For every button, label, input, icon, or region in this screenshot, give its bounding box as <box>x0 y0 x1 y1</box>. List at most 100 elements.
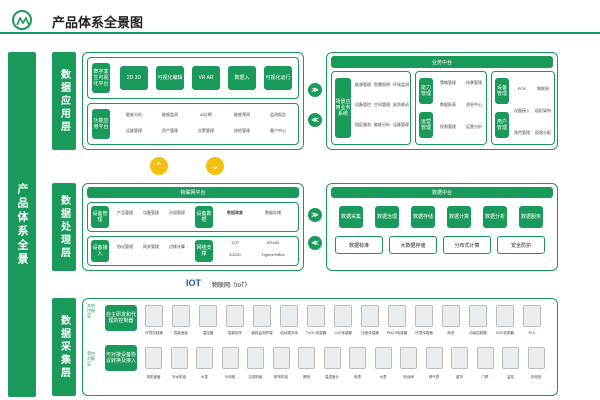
controlled-device-label: 电动阀 <box>403 375 414 379</box>
controller-device-label: 智能网关 <box>228 331 242 335</box>
controller-device-image <box>334 305 352 327</box>
business-capability: 消息中心 <box>466 102 482 107</box>
controller-device-image <box>415 305 433 327</box>
controlled-device-label: 冷却塔 <box>224 375 236 379</box>
business-mid-tag-2: 运营管理 <box>419 112 433 138</box>
controller-device-image <box>199 305 217 327</box>
iot-platform-title: 物联网平台 <box>87 187 299 198</box>
data-center-tag: 数据治理 <box>375 206 399 228</box>
page-title: 产品体系全景图 <box>52 15 144 30</box>
app-module: 可视化编辑 <box>156 66 184 90</box>
business-mid-tag-1: 能力管理 <box>419 78 433 104</box>
controlled-device-image <box>425 347 443 369</box>
collect-row2-tag: 可对接设备协议转换及接入 <box>105 345 137 371</box>
collect-layer-tab: 数据采集层 <box>52 298 76 396</box>
down-arrow-icon: ⌄ <box>206 157 224 175</box>
controller-device-image <box>280 305 298 327</box>
controlled-device-label: 水表 <box>379 375 387 379</box>
app-function: AI诊断 <box>200 112 212 117</box>
iot-item: 分组管理 <box>169 210 185 215</box>
side-label-panel: 产品体系全景 <box>8 52 36 397</box>
app-function: 监测报告 <box>270 112 286 117</box>
controlled-device-label: 空调机组 <box>248 375 263 379</box>
controller-device-label: TVOC传感器 <box>305 331 327 335</box>
controlled-device-label: 温湿度计 <box>325 375 339 379</box>
controlled-device-label: 充电桩 <box>530 375 542 379</box>
controlled-device-image <box>502 347 519 369</box>
iot-row-tag2: 网络支撑 <box>195 240 213 262</box>
collect-row1-side: 本地控制层 <box>87 303 95 318</box>
business-center-title: 业务中台 <box>331 56 553 68</box>
controller-device-label: 电动调节阀 <box>280 331 298 335</box>
data-center-tag: 数据采集 <box>339 206 363 228</box>
data-center-tag: 数据分析 <box>483 206 507 228</box>
controller-device-label: DDC控制器 <box>495 331 515 335</box>
controller-device-image <box>469 305 487 327</box>
app-function: 能耗预测 <box>234 112 250 117</box>
app-function: 巡检管理 <box>234 128 250 133</box>
controlled-device-image <box>476 347 494 369</box>
controller-device-image <box>253 305 271 327</box>
iot-row-tag: 设备接入 <box>91 240 109 262</box>
business-app: 设备管控 <box>355 102 371 107</box>
data-center-tag: 数据计算 <box>447 206 471 228</box>
iot-row-tag: 设备管理 <box>91 206 109 228</box>
business-app: 环境监测 <box>393 82 409 87</box>
business-app: 安防联动 <box>393 102 409 107</box>
app-function: 能耗分析 <box>126 112 142 117</box>
controlled-device-image <box>527 347 545 369</box>
data-center-title: 数据中台 <box>331 187 553 198</box>
controlled-device-image <box>170 347 188 369</box>
controller-device-image <box>523 305 541 327</box>
controller-device-image <box>361 305 379 327</box>
controller-device-image <box>307 305 325 327</box>
app-function: 资产管理 <box>162 128 178 133</box>
iot-item: 协议管理 <box>117 244 133 249</box>
business-device: 组织架构 <box>535 108 551 113</box>
business-capability: 场景管理 <box>466 80 482 85</box>
controller-device-label: PLC <box>528 331 536 335</box>
data-center-panel: 数据中台 数据采集数据治理数据存储数据计算数据分析数据服务数据标准大数据存储分布… <box>326 183 558 271</box>
controller-device-label: PM2.5传感器 <box>386 331 408 335</box>
controlled-device-image <box>196 347 213 369</box>
app-module: 2D 3D <box>120 66 148 90</box>
data-center-service: 安全防护 <box>497 236 545 254</box>
business-center-panel: 业务中台 场景应用业务系统 能源管理智慧照明环境监测设备管控空间管理安防联动园区… <box>326 52 558 150</box>
app-module: 可视化运行 <box>264 66 292 90</box>
app-row2-tag: 功能应用平台 <box>92 109 110 139</box>
controller-device-label: 能耗监测终端 <box>251 331 273 335</box>
app-module: 数据入 <box>228 66 256 90</box>
iot-item: 网关管理 <box>143 244 159 249</box>
controlled-device-label: 窗帘 <box>456 375 463 379</box>
iot-text: 物联网（IoT） <box>212 283 251 289</box>
side-label: 产品体系全景 <box>16 182 28 267</box>
controller-device-image <box>226 305 244 327</box>
data-center-service: 大数据存储 <box>389 236 437 254</box>
business-capability: 策略管理 <box>440 80 456 85</box>
controlled-device-image <box>221 347 239 369</box>
controlled-device-image <box>272 347 290 369</box>
business-app: 能源管理 <box>355 82 371 87</box>
business-app: 智慧照明 <box>374 82 390 87</box>
controlled-device-label: 冷水机组 <box>172 375 186 379</box>
controlled-device-image <box>400 347 417 369</box>
app-function: 运维管理 <box>126 128 142 133</box>
controller-device-image <box>442 305 460 327</box>
business-left-tag: 场景应用业务系统 <box>335 78 351 138</box>
collect-row1-tag: 自主研发和代理的控制器 <box>105 305 137 331</box>
controller-device-label: CO2传感器 <box>334 331 352 335</box>
iot-item: 产品管理 <box>117 210 133 215</box>
iot-item2: TCP <box>231 240 239 245</box>
business-app: 运维管理 <box>393 122 409 127</box>
data-center-service: 数据标准 <box>335 236 383 254</box>
controlled-device-image <box>298 347 315 369</box>
business-device: POE <box>517 86 527 91</box>
app-function: 能耗监测 <box>162 112 178 117</box>
controller-device-label: 智能面板 <box>174 331 188 335</box>
data-center-tag: 数据服务 <box>519 206 543 228</box>
arrow-right-icon: ≫ <box>308 83 322 97</box>
iot-item: 设备管理 <box>143 210 159 215</box>
